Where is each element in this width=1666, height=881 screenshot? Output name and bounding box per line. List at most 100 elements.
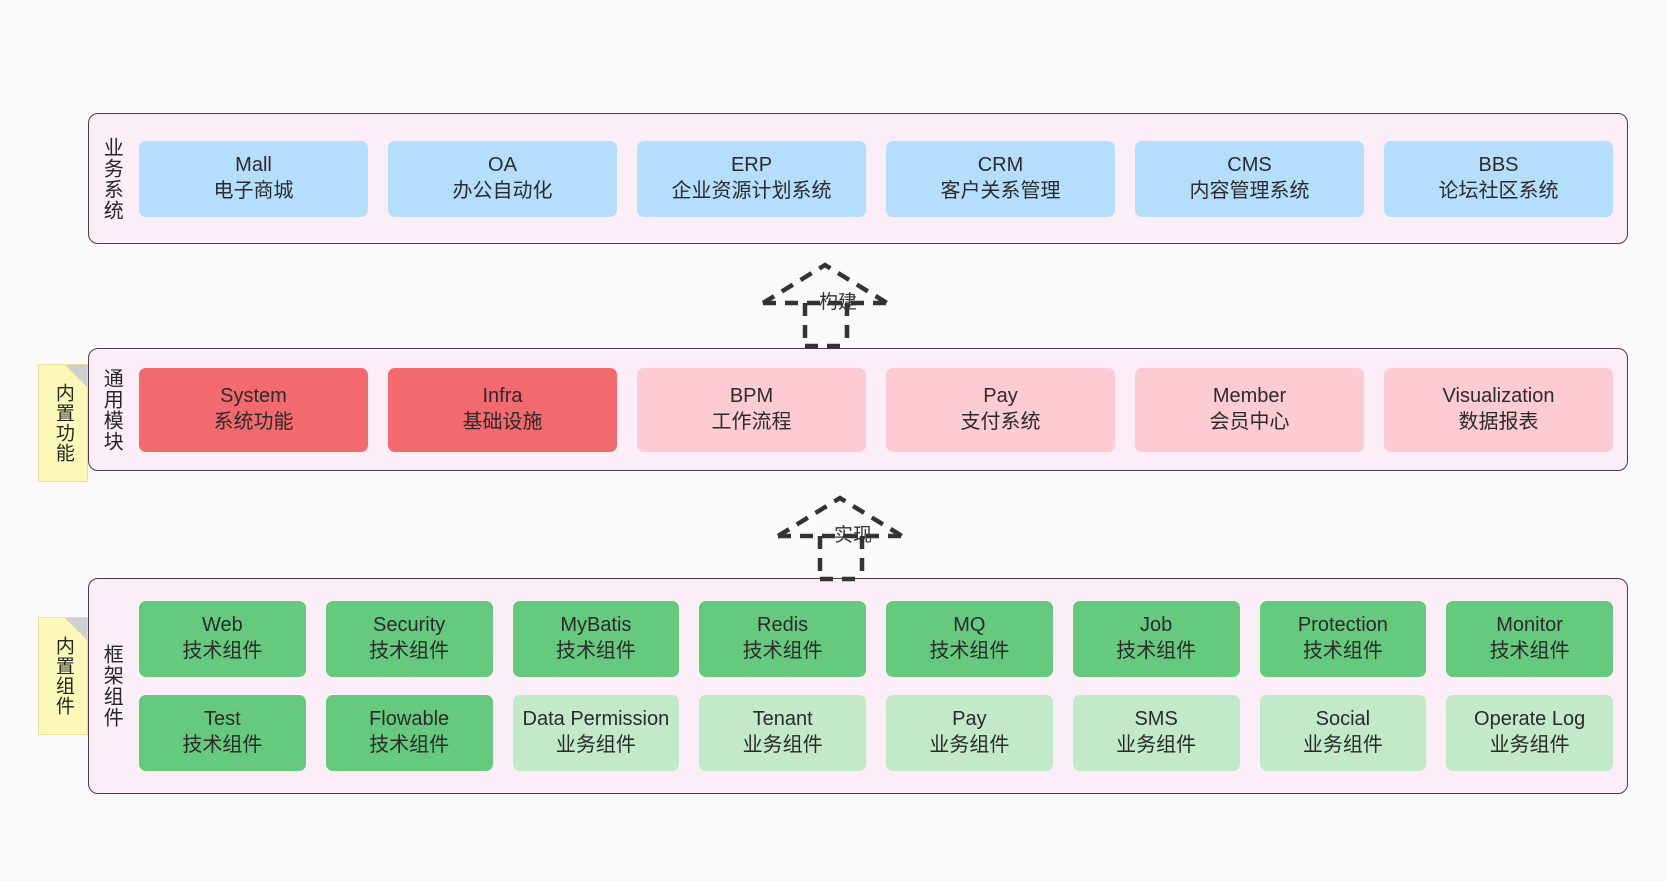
card-subtitle: 数据报表 (1458, 410, 1539, 433)
card-subtitle: 基础设施 (462, 410, 543, 433)
card-subtitle: 内容管理系统 (1189, 179, 1310, 202)
card-row-modules: System 系统功能 Infra 基础设施 BPM 工作流程 Pay 支付系统… (139, 367, 1613, 452)
card-subtitle: 企业资源计划系统 (671, 179, 832, 202)
card-title: BPM (729, 384, 774, 407)
card-subtitle: 系统功能 (213, 410, 294, 433)
card-protection[interactable]: Protection 技术组件 (1259, 601, 1427, 677)
card-title: Pay (983, 384, 1018, 407)
card-subtitle: 技术组件 (1116, 640, 1197, 662)
card-crm[interactable]: CRM 客户关系管理 (886, 140, 1115, 217)
card-title: Security (373, 614, 446, 637)
card-mybatis[interactable]: MyBatis 技术组件 (512, 601, 680, 677)
card-monitor[interactable]: Monitor 技术组件 (1446, 601, 1613, 677)
layer-body-common-modules: System 系统功能 Infra 基础设施 BPM 工作流程 Pay 支付系统… (133, 349, 1627, 470)
card-subtitle: 技术组件 (555, 640, 636, 662)
card-security[interactable]: Security 技术组件 (325, 601, 493, 677)
card-pay-module[interactable]: Pay 支付系统 (886, 367, 1115, 452)
arrow-build: 构建 (755, 258, 905, 349)
card-title: Operate Log (1474, 708, 1586, 731)
card-data-permission[interactable]: Data Permission 业务组件 (512, 695, 680, 771)
card-subtitle: 技术组件 (742, 640, 823, 662)
card-title: Mall (235, 153, 272, 176)
card-title: Data Permission (522, 708, 670, 731)
card-erp[interactable]: ERP 企业资源计划系统 (637, 140, 866, 217)
card-mall[interactable]: Mall 电子商城 (139, 140, 368, 217)
card-oa[interactable]: OA 办公自动化 (388, 140, 617, 217)
card-subtitle: 技术组件 (1302, 640, 1383, 662)
card-title: Web (201, 614, 243, 637)
layer-title-business-systems: 业务系统 (100, 136, 123, 221)
card-subtitle: 电子商城 (213, 179, 294, 202)
card-title: Job (1140, 614, 1173, 637)
card-title: SMS (1134, 708, 1178, 731)
card-row-tech-components: Web 技术组件 Security 技术组件 MyBatis 技术组件 Redi… (139, 601, 1613, 677)
arrowhead-open-triangle (776, 495, 904, 538)
card-web[interactable]: Web 技术组件 (139, 601, 306, 677)
note-builtin-function: 内置功能 (38, 364, 88, 482)
arrow-implement: 实现 (770, 491, 920, 582)
card-title: Test (204, 708, 241, 731)
card-subtitle: 技术组件 (182, 640, 263, 662)
card-subtitle: 技术组件 (1489, 640, 1570, 662)
card-member[interactable]: Member 会员中心 (1135, 367, 1364, 452)
card-title: CRM (977, 153, 1024, 176)
card-operate-log[interactable]: Operate Log 业务组件 (1446, 695, 1613, 771)
card-title: Tenant (752, 708, 813, 731)
card-title: Flowable (369, 708, 450, 731)
card-title: Redis (757, 614, 809, 637)
card-subtitle: 论坛社区系统 (1438, 179, 1559, 202)
arrow-implement-label: 实现 (834, 525, 873, 546)
note-fold-corner-icon (65, 365, 87, 387)
card-subtitle: 技术组件 (369, 640, 450, 662)
note-text: 内置功能 (52, 383, 74, 463)
card-title: BBS (1478, 153, 1519, 176)
card-title: Monitor (1496, 614, 1563, 637)
card-system[interactable]: System 系统功能 (139, 367, 368, 452)
card-tenant[interactable]: Tenant 业务组件 (699, 695, 866, 771)
card-flowable[interactable]: Flowable 技术组件 (325, 695, 493, 771)
card-subtitle: 工作流程 (711, 410, 792, 433)
card-subtitle: 支付系统 (960, 410, 1041, 433)
card-subtitle: 办公自动化 (452, 179, 553, 202)
layer-body-framework-components: Web 技术组件 Security 技术组件 MyBatis 技术组件 Redi… (133, 579, 1627, 793)
card-cms[interactable]: CMS 内容管理系统 (1135, 140, 1364, 217)
card-visualization[interactable]: Visualization 数据报表 (1384, 367, 1613, 452)
card-subtitle: 业务组件 (1302, 734, 1383, 756)
card-title: ERP (730, 153, 773, 176)
arrowhead-open-triangle (761, 262, 889, 305)
card-test[interactable]: Test 技术组件 (139, 695, 306, 771)
card-infra[interactable]: Infra 基础设施 (388, 367, 617, 452)
card-title: MyBatis (560, 614, 632, 637)
card-row-business-components: Test 技术组件 Flowable 技术组件 Data Permission … (139, 695, 1613, 771)
card-title: MQ (953, 614, 986, 637)
arrow-build-label: 构建 (819, 292, 858, 313)
card-job[interactable]: Job 技术组件 (1072, 601, 1240, 677)
card-sms[interactable]: SMS 业务组件 (1072, 695, 1240, 771)
note-text: 内置组件 (52, 636, 74, 716)
layer-body-business-systems: Mall 电子商城 OA 办公自动化 ERP 企业资源计划系统 CRM 客户关系… (133, 114, 1627, 243)
card-subtitle: 业务组件 (742, 734, 823, 756)
card-title: Infra (482, 384, 523, 407)
card-title: System (220, 384, 287, 407)
card-pay-component[interactable]: Pay 业务组件 (886, 695, 1053, 771)
card-mq[interactable]: MQ 技术组件 (886, 601, 1053, 677)
card-title: Visualization (1442, 384, 1555, 407)
card-redis[interactable]: Redis 技术组件 (699, 601, 866, 677)
card-subtitle: 客户关系管理 (940, 179, 1061, 202)
layer-title-common-modules: 通用模块 (100, 367, 123, 452)
card-bpm[interactable]: BPM 工作流程 (637, 367, 866, 452)
card-subtitle: 业务组件 (929, 734, 1010, 756)
card-title: Protection (1297, 614, 1388, 637)
card-subtitle: 技术组件 (182, 734, 263, 756)
layer-framework-components: 框架组件 Web 技术组件 Security 技术组件 MyBatis 技术组件… (88, 578, 1628, 794)
card-social[interactable]: Social 业务组件 (1259, 695, 1427, 771)
card-bbs[interactable]: BBS 论坛社区系统 (1384, 140, 1613, 217)
card-title: CMS (1227, 153, 1272, 176)
card-title: Member (1212, 384, 1287, 407)
card-subtitle: 技术组件 (929, 640, 1010, 662)
card-title: Social (1315, 708, 1371, 731)
card-subtitle: 业务组件 (1116, 734, 1197, 756)
note-builtin-component: 内置组件 (38, 617, 88, 735)
layer-title-framework-components: 框架组件 (100, 644, 123, 728)
